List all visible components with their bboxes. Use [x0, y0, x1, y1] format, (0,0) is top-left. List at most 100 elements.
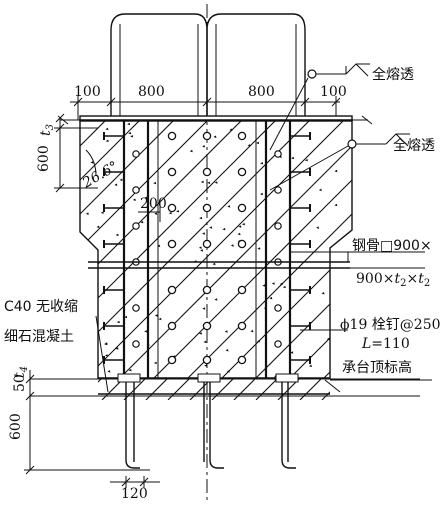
- aggregate-speck: [154, 314, 158, 317]
- stud-circle: [274, 222, 282, 230]
- aggregate-speck: [202, 307, 206, 310]
- stud-circle: [274, 340, 282, 348]
- stud-circle: [237, 131, 247, 141]
- stud-circle: [132, 186, 140, 194]
- slope-angle-mark: [79, 149, 161, 251]
- aggregate-speck: [144, 196, 148, 199]
- hatch-line: [255, 378, 279, 400]
- aggregate-speck: [154, 212, 158, 215]
- aggregate-speck: [209, 226, 213, 229]
- aggregate-speck: [256, 141, 260, 145]
- steel-spec-line2: 900×t2×t2: [356, 271, 430, 289]
- hatch-line: [119, 120, 352, 378]
- aggregate-speck: [224, 330, 228, 333]
- stud-circle: [132, 304, 140, 312]
- aggregate-speck: [214, 298, 218, 301]
- dimension-labels: 100 800 800 100 t3 600 26.6° 200 50 t4 6…: [8, 84, 347, 502]
- hatch-line: [167, 378, 191, 400]
- aggregate-speck: [318, 188, 322, 192]
- aggregate-speck: [260, 162, 264, 165]
- aggregate-speck: [153, 361, 157, 365]
- aggregate-speck: [291, 156, 295, 160]
- aggregate-speck: [238, 225, 242, 228]
- aggregate-speck: [105, 139, 109, 143]
- stud-label-line1: ϕ19 栓钉@250: [340, 317, 441, 333]
- aggregate-speck: [144, 330, 148, 333]
- stud-circle: [202, 285, 212, 295]
- aggregate-speck: [222, 227, 226, 231]
- cap-top-label: 承台顶标高: [342, 359, 412, 376]
- stud-circle: [237, 167, 247, 177]
- stud-circle: [132, 340, 140, 348]
- weld-symbol-mid: [269, 133, 410, 191]
- aggregate-speck: [157, 244, 161, 248]
- aggregate-speck: [247, 144, 251, 147]
- aggregate-speck: [250, 329, 254, 333]
- aggregate-speck: [214, 181, 218, 184]
- hatch-line: [299, 378, 323, 400]
- aggregate-speck: [115, 347, 119, 350]
- aggregate-speck: [127, 122, 131, 126]
- aggregate-speck: [132, 198, 136, 201]
- aggregate-speck: [279, 282, 283, 286]
- shear-studs: [103, 131, 311, 382]
- hatch-line: [321, 378, 330, 400]
- weld-symbol-top: [269, 63, 370, 151]
- aggregate-speck: [140, 220, 144, 224]
- aggregate-speck: [229, 128, 233, 131]
- weld-label-mid: 全熔透: [393, 137, 435, 154]
- stud-label-line2: L=110: [361, 336, 410, 352]
- aggregate-speck: [308, 364, 312, 368]
- aggregate-speck: [202, 145, 205, 148]
- hatch-line: [233, 378, 257, 400]
- aggregate-speck: [107, 370, 111, 373]
- aggregate-speck: [230, 244, 234, 247]
- hatch-line: [80, 120, 177, 378]
- dim-top-100-right: 100: [320, 84, 347, 100]
- aggregate-speck: [104, 342, 108, 346]
- aggregate-speck: [116, 320, 120, 324]
- anchor-bolts: [117, 373, 299, 469]
- aggregate-speck: [225, 349, 229, 352]
- steel-tube-left: [110, 13, 208, 120]
- stud-circle: [202, 355, 212, 365]
- aggregate-speck: [168, 211, 172, 215]
- dim-top-800-left: 800: [138, 84, 165, 100]
- hatch-line: [255, 120, 352, 378]
- stud-circle: [274, 304, 282, 312]
- stud-circle: [237, 239, 247, 249]
- stud-circle: [132, 222, 140, 230]
- aggregate-speck: [119, 178, 123, 181]
- aggregate-speck: [202, 232, 206, 235]
- hatch-line: [80, 120, 211, 378]
- stud-circle: [167, 239, 177, 249]
- aggregate-speck: [199, 332, 202, 335]
- annotation-labels: 全熔透 全熔透 钢骨□900× 900×t2×t2 C40 无收缩 细石混凝土 …: [4, 66, 441, 376]
- stud-circle: [167, 203, 177, 213]
- aggregate-speck: [96, 225, 100, 229]
- aggregate-speck: [90, 161, 94, 164]
- dim-left-50: 50: [12, 374, 28, 392]
- stud-circle: [237, 203, 247, 213]
- hatch-line: [58, 378, 80, 400]
- hatch-line: [80, 120, 245, 378]
- stud-circle: [202, 203, 212, 213]
- dim-angle: 26.6°: [79, 159, 121, 192]
- aggregate-speck: [85, 212, 89, 215]
- steel-spec-line1: 钢骨□900×: [352, 238, 432, 254]
- aggregate-speck: [153, 181, 157, 185]
- aggregate-speck: [198, 246, 202, 249]
- aggregate-speck: [326, 337, 330, 341]
- stud-circle: [274, 186, 282, 194]
- leader-lines: [95, 251, 432, 393]
- aggregate-speck: [237, 232, 241, 236]
- aggregate-speck: [199, 216, 203, 220]
- stud-circle: [202, 167, 212, 177]
- stud-circle: [167, 285, 177, 295]
- hatch-line: [145, 378, 169, 400]
- aggregate-speck: [124, 315, 128, 319]
- steel-box-walls: [122, 121, 292, 378]
- aggregate-speck: [114, 183, 118, 186]
